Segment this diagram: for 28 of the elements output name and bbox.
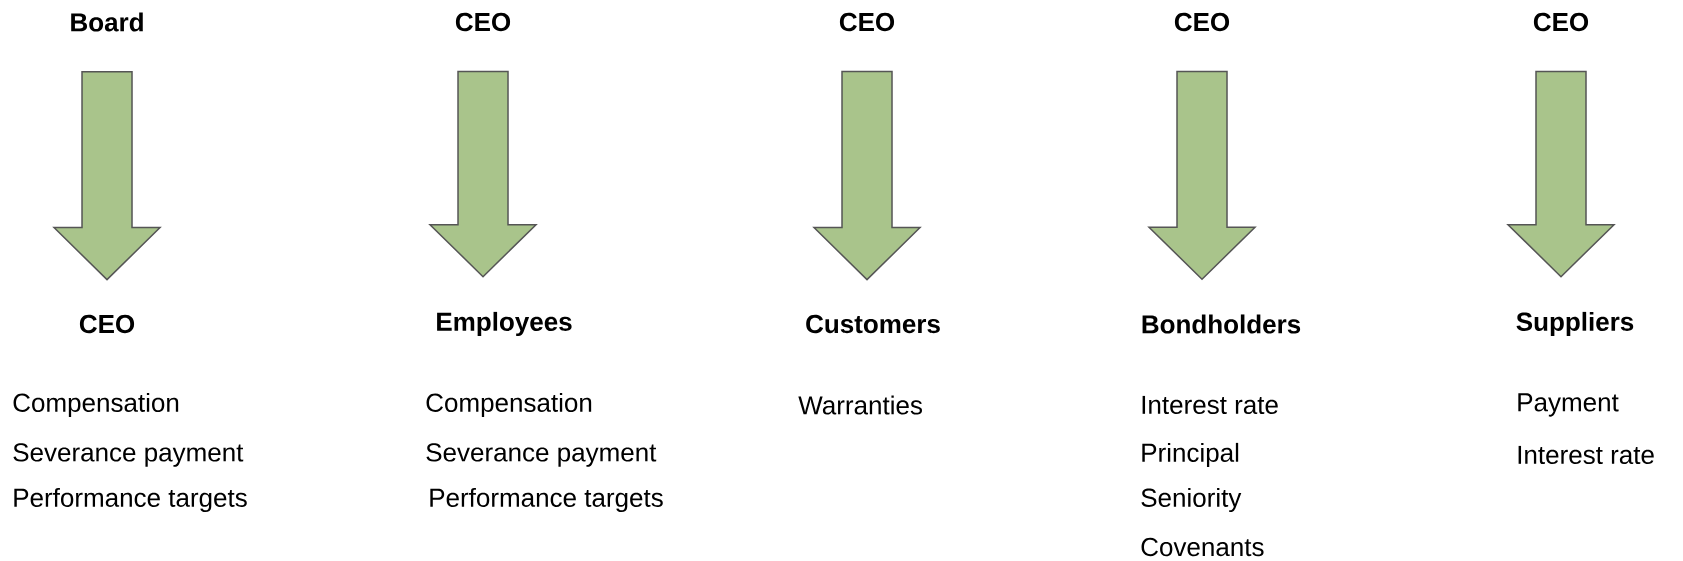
list-item: Compensation: [426, 392, 592, 418]
list-item: Severance payment: [13, 443, 244, 467]
node-label: Suppliers: [1516, 311, 1634, 337]
block-arrow: [812, 70, 922, 281]
list-item: Payment: [1518, 393, 1619, 417]
node-label: Board: [71, 12, 143, 32]
node-label: CEO: [1174, 12, 1230, 32]
list-item: Severance payment: [426, 443, 657, 467]
block-arrow: [52, 71, 162, 281]
node-label: Customers: [806, 314, 940, 334]
node-label: Bondholders: [1142, 314, 1301, 334]
list-item: Warranties: [798, 395, 922, 415]
node-label: CEO: [839, 12, 895, 32]
node-label: CEO: [1533, 12, 1589, 32]
list-item: Performance targets: [430, 487, 663, 513]
node-label: CEO: [455, 12, 511, 32]
list-item: Performance targets: [14, 487, 247, 513]
list-item: Compensation: [13, 392, 179, 418]
block-arrow: [1147, 70, 1257, 281]
list-item: Covenants: [1141, 537, 1264, 557]
list-item: Interest rate: [1142, 395, 1278, 415]
block-arrow: [428, 70, 538, 278]
block-arrow: [1506, 70, 1616, 278]
list-item: Seniority: [1141, 487, 1242, 513]
list-item: Principal: [1142, 442, 1239, 468]
list-item: Interest rate: [1518, 445, 1654, 465]
node-label: Employees: [437, 311, 572, 337]
node-label: CEO: [79, 314, 135, 334]
